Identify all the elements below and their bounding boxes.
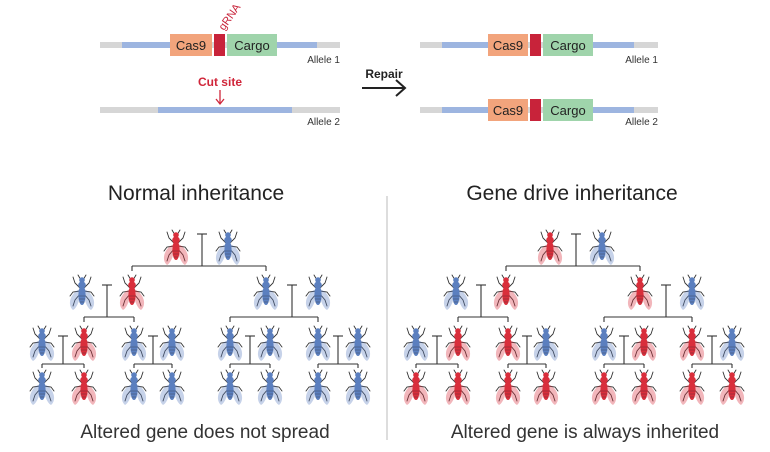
- cut-site-label: Cut site: [198, 75, 242, 89]
- blue-fly-icon: [679, 274, 705, 311]
- cas9-block: [170, 34, 212, 56]
- blue-fly-icon: [69, 274, 95, 311]
- cas9-block: [488, 99, 528, 121]
- drive-caption: Altered gene is always inherited: [451, 422, 719, 443]
- normal-caption: Altered gene does not spread: [80, 422, 329, 443]
- red-fly-icon: [537, 229, 563, 266]
- repair-arrow-icon: [362, 79, 407, 97]
- blue-fly-icon: [345, 369, 371, 406]
- blue-fly-icon: [159, 325, 185, 362]
- blue-fly-icon: [121, 369, 147, 406]
- cas9-label: Cas9: [493, 103, 523, 118]
- allele-2-label: Allele 2: [307, 117, 340, 128]
- cut-site-arrow-icon: [215, 90, 225, 106]
- cargo-block: [543, 34, 593, 56]
- grna-block: [530, 99, 541, 121]
- allele-diagram-before: Cas9 Cargo gRNA Allele 1 Cut site Allele…: [100, 1, 340, 128]
- blue-fly-icon: [305, 325, 331, 362]
- cargo-block: [543, 99, 593, 121]
- blue-fly-icon: [589, 229, 615, 266]
- red-fly-icon: [631, 325, 657, 362]
- repair-step: Repair: [362, 67, 407, 97]
- blue-fly-icon: [257, 325, 283, 362]
- blue-fly-icon: [253, 274, 279, 311]
- allele-1-label: Allele 1: [625, 55, 658, 66]
- cargo-label: Cargo: [550, 103, 585, 118]
- blue-fly-icon: [719, 325, 745, 362]
- red-fly-icon: [493, 274, 519, 311]
- allele-1-label: Allele 1: [307, 55, 340, 66]
- blue-fly-icon: [305, 274, 331, 311]
- blue-fly-icon: [533, 325, 559, 362]
- allele-2-label: Allele 2: [625, 117, 658, 128]
- normal-inheritance-tree: [29, 229, 371, 406]
- red-fly-icon: [627, 274, 653, 311]
- blue-fly-icon: [403, 325, 429, 362]
- cas9-block: [488, 34, 528, 56]
- red-fly-icon: [679, 325, 705, 362]
- allele-1-after: Cas9 Cargo Allele 1: [420, 34, 658, 66]
- allele-2-after: Cas9 Cargo Allele 2: [420, 99, 658, 128]
- blue-fly-icon: [443, 274, 469, 311]
- allele-2-before: Cut site Allele 2: [100, 75, 340, 128]
- red-fly-icon: [495, 325, 521, 362]
- cas9-label: Cas9: [176, 38, 206, 53]
- repair-label: Repair: [365, 67, 403, 81]
- grna-block: [214, 34, 225, 56]
- normal-inheritance-title: Normal inheritance: [108, 182, 284, 205]
- allele-diagram-after: Cas9 Cargo Allele 1 Cas9 Cargo Allele 2: [420, 34, 658, 128]
- red-fly-icon: [403, 369, 429, 406]
- blue-fly-icon: [305, 369, 331, 406]
- red-fly-icon: [495, 369, 521, 406]
- cargo-label: Cargo: [550, 38, 585, 53]
- red-fly-icon: [71, 325, 97, 362]
- cargo-block: [227, 34, 277, 56]
- red-fly-icon: [679, 369, 705, 406]
- blue-fly-icon: [215, 229, 241, 266]
- blue-fly-icon: [217, 369, 243, 406]
- red-fly-icon: [533, 369, 559, 406]
- red-fly-icon: [163, 229, 189, 266]
- gene-drive-inheritance-tree: [403, 229, 745, 406]
- red-fly-icon: [119, 274, 145, 311]
- allele-1-before: Cas9 Cargo gRNA Allele 1: [100, 1, 340, 66]
- blue-fly-icon: [257, 369, 283, 406]
- blue-fly-icon: [217, 325, 243, 362]
- grna-block: [530, 34, 541, 56]
- red-fly-icon: [631, 369, 657, 406]
- gene-drive-inheritance-title: Gene drive inheritance: [466, 182, 677, 205]
- blue-fly-icon: [345, 325, 371, 362]
- grna-label: gRNA: [217, 1, 244, 32]
- cargo-label: Cargo: [234, 38, 269, 53]
- blue-fly-icon: [29, 325, 55, 362]
- blue-fly-icon: [591, 325, 617, 362]
- red-fly-icon: [71, 369, 97, 406]
- cas9-label: Cas9: [493, 38, 523, 53]
- red-fly-icon: [591, 369, 617, 406]
- red-fly-icon: [445, 325, 471, 362]
- blue-fly-icon: [121, 325, 147, 362]
- blue-fly-icon: [159, 369, 185, 406]
- red-fly-icon: [445, 369, 471, 406]
- red-fly-icon: [719, 369, 745, 406]
- blue-fly-icon: [29, 369, 55, 406]
